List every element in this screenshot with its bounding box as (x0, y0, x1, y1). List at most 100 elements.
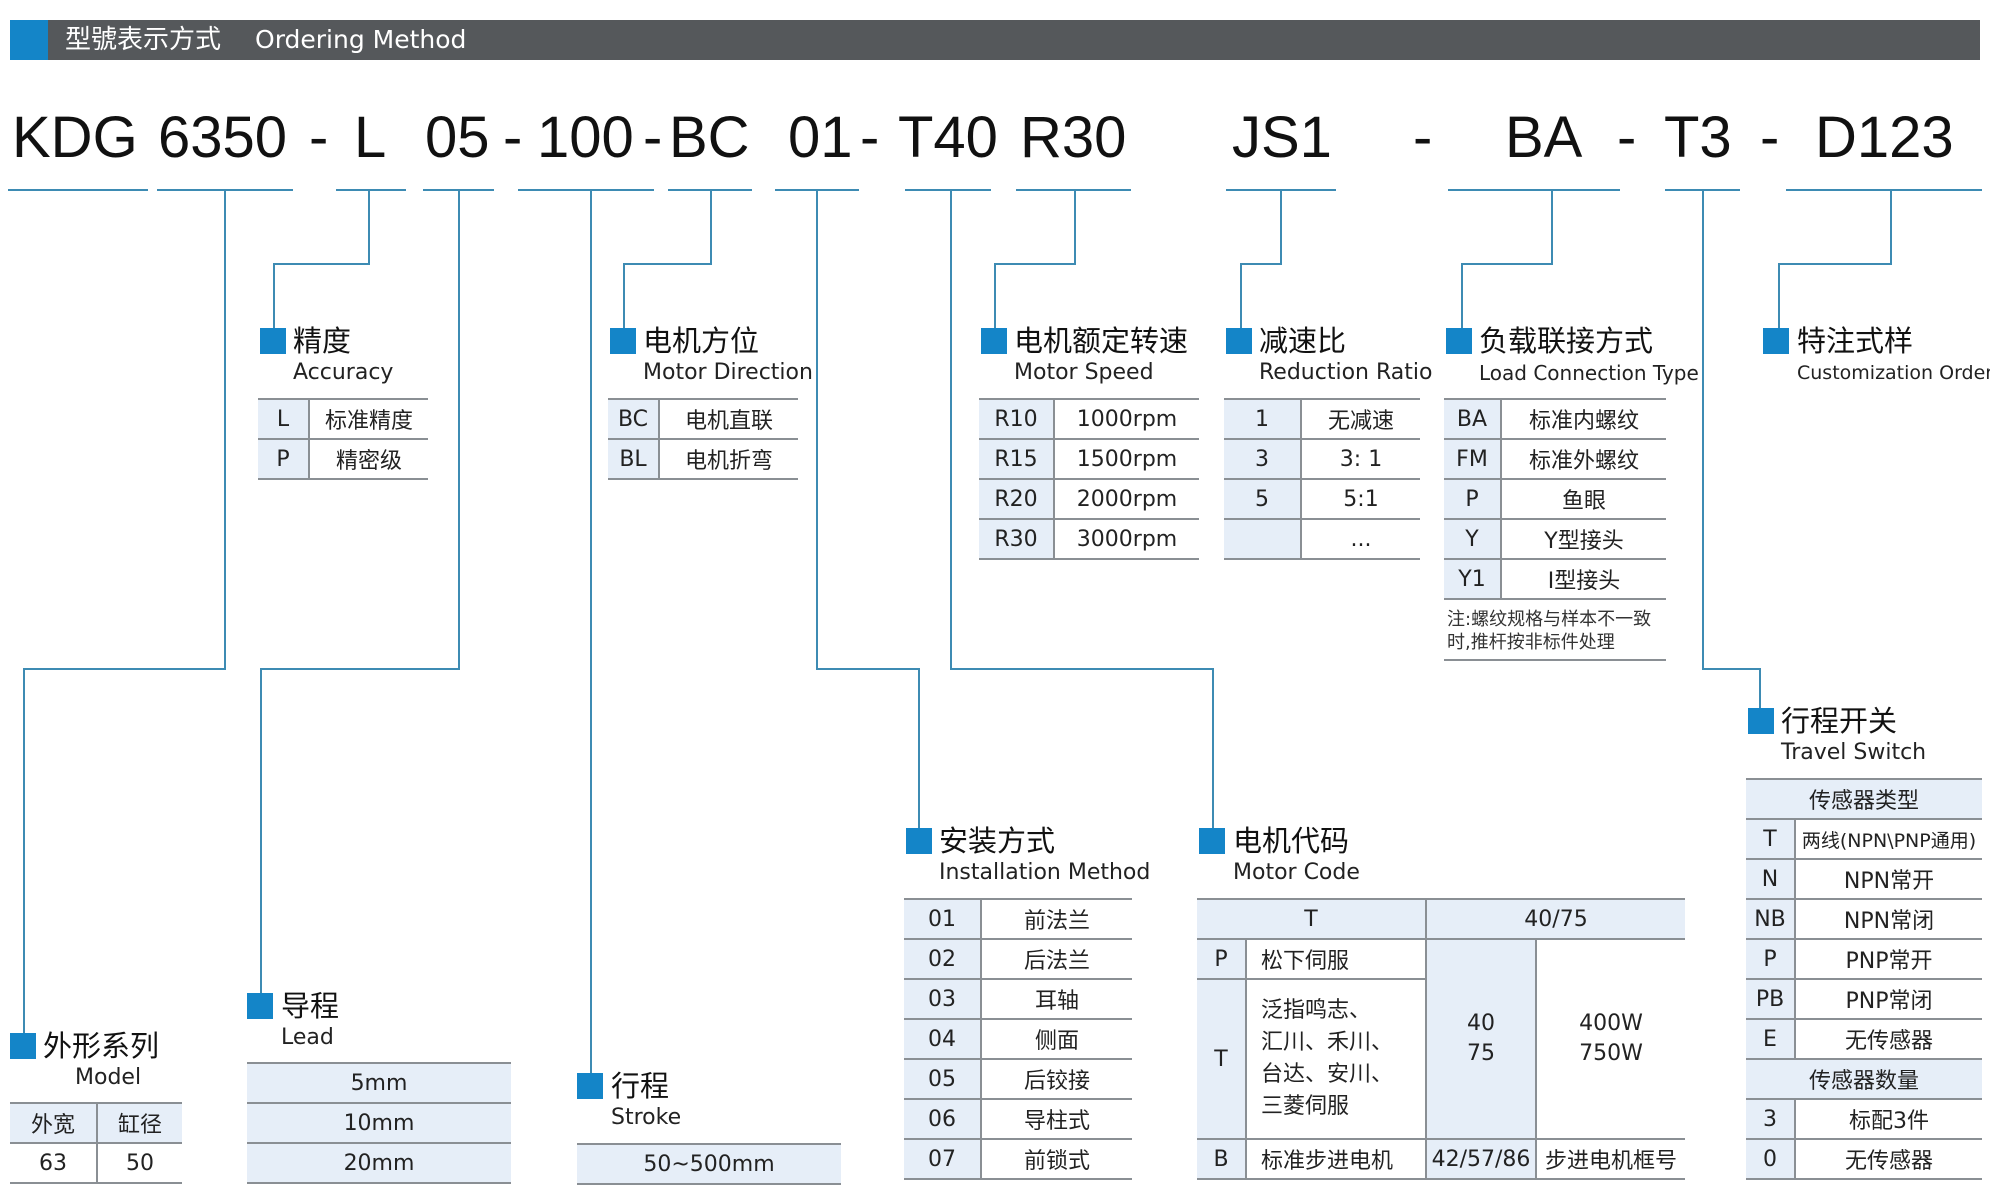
connector-line (1280, 190, 1282, 263)
code-lead: 05 (425, 105, 490, 170)
cell-line: 750W (1579, 1041, 1643, 1066)
table-cell: I型接头 (1501, 559, 1666, 600)
motor-marker (1199, 828, 1225, 854)
code-dash-5: - (1413, 105, 1433, 170)
table-cell: T (1197, 979, 1247, 1140)
table-cell: NB (1746, 899, 1796, 940)
speed-title-zh: 电机额定转速 (1014, 324, 1189, 358)
table-row: B 标准步进电机 42/57/86 步进电机框号 (1197, 1139, 1685, 1180)
table-cell: 5:1 (1301, 479, 1420, 520)
cell-line: 三菱伺服 (1261, 1094, 1350, 1119)
lead-table: 5mm 10mm 20mm (247, 1062, 511, 1184)
table-cell: 05 (904, 1059, 982, 1100)
header-accent-square (10, 20, 48, 60)
connector-line (23, 668, 25, 1033)
table-cell: B (1197, 1139, 1247, 1180)
table-cell: Y1 (1444, 559, 1502, 600)
connector-line (273, 263, 370, 265)
table-cell: 前锁式 (981, 1139, 1132, 1180)
connector-line (994, 263, 996, 328)
note-divider (1444, 659, 1666, 661)
cell-line: 75 (1467, 1041, 1495, 1066)
connector-line (260, 668, 460, 670)
table-cell: E (1746, 1019, 1796, 1060)
model-title-zh: 外形系列 (43, 1029, 160, 1063)
code-motor: T40 (898, 105, 998, 170)
table-cell: P (258, 439, 310, 480)
connector-line (1759, 668, 1761, 710)
table-cell: 侧面 (981, 1019, 1132, 1060)
table-cell: 无传感器 (1795, 1019, 1982, 1060)
stroke-table: 50~500mm (577, 1143, 841, 1185)
code-switch: T3 (1664, 105, 1732, 170)
table-cell: 标准步进电机 (1246, 1139, 1427, 1180)
connector-line (368, 190, 370, 263)
stroke-title-en: Stroke (611, 1105, 682, 1130)
cell-line: 台达、安川、 (1261, 1062, 1394, 1087)
connector-line (816, 668, 920, 670)
code-underline (8, 189, 148, 191)
code-dash-7: - (1760, 105, 1780, 170)
lead-title-en: Lead (281, 1025, 334, 1050)
table-cell: 精密级 (309, 439, 428, 480)
table-cell: 无传感器 (1795, 1139, 1982, 1180)
table-cell: N (1746, 859, 1796, 900)
connector-line (1461, 263, 1463, 328)
lead-title-zh: 导程 (281, 989, 340, 1023)
connector-line (273, 263, 275, 328)
direction-title-en: Motor Direction (643, 360, 813, 385)
code-underline (1016, 189, 1131, 191)
table-cell: P (1197, 939, 1247, 980)
table-cell: NPN常开 (1795, 859, 1982, 900)
install-title-en: Installation Method (939, 860, 1151, 885)
connector-line (590, 190, 592, 1075)
ratio-marker (1226, 328, 1252, 354)
table-cell: 01 (904, 899, 982, 940)
code-connection: BA (1505, 105, 1583, 170)
cell-line: 汇川、禾川、 (1261, 1030, 1394, 1055)
code-ratio: JS1 (1232, 105, 1332, 170)
connector-line (623, 263, 712, 265)
table-cell: 鱼眼 (1501, 479, 1666, 520)
connector-line (994, 263, 1076, 265)
table-cell: 标准精度 (309, 399, 428, 440)
table-header-row: T 40/75 (1197, 899, 1685, 940)
stroke-title-zh: 行程 (611, 1069, 670, 1103)
table-cell: 50~500mm (577, 1144, 841, 1185)
table-header-cell: 外宽 (10, 1103, 98, 1144)
connector-line (950, 668, 1214, 670)
table-cell: BA (1444, 399, 1502, 440)
table-cell: 42/57/86 (1426, 1139, 1537, 1180)
connector-line (1212, 668, 1214, 828)
table-cell: PNP常开 (1795, 939, 1982, 980)
table-cell: 后法兰 (981, 939, 1132, 980)
speed-title-en: Motor Speed (1014, 360, 1154, 385)
table-cell: 标配3件 (1795, 1099, 1982, 1140)
title-zh: 型號表示方式 (65, 25, 222, 55)
table-cell: 电机直联 (659, 399, 798, 440)
table-cell: R30 (979, 519, 1055, 560)
table-cell: 1000rpm (1054, 399, 1199, 440)
table-cell: 泛指鸣志、 汇川、禾川、 台达、安川、 三菱伺服 (1246, 979, 1427, 1140)
table-header-cell: 40/75 (1426, 899, 1685, 940)
switch-title-en: Travel Switch (1781, 740, 1927, 765)
direction-title-zh: 电机方位 (643, 324, 760, 358)
table-cell: 07 (904, 1139, 982, 1180)
